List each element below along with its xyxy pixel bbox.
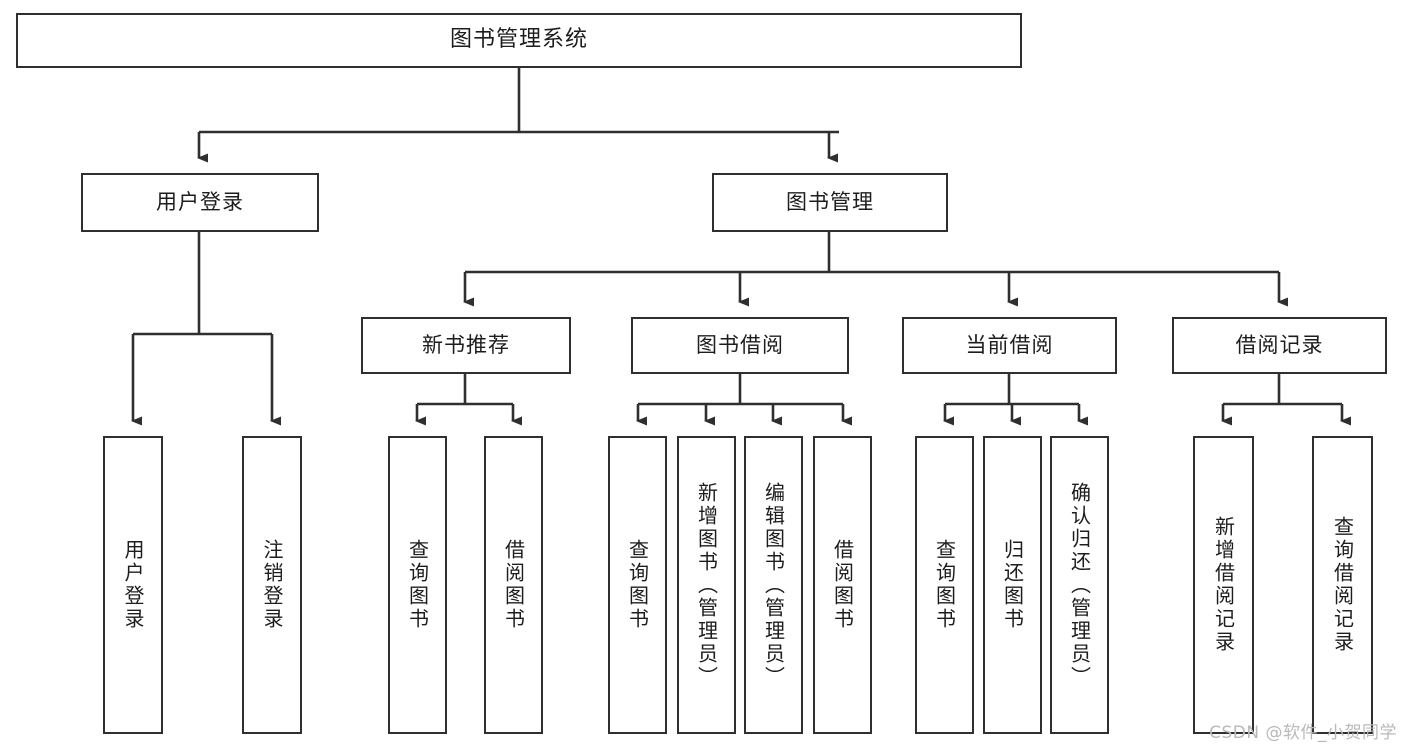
leaf-edit-book-admin[interactable]: 编辑图书（管理员） (744, 436, 803, 734)
node-label: 当前借阅 (965, 333, 1054, 358)
leaf-query-book-new-book[interactable]: 查询图书 (388, 436, 447, 734)
leaf-borrow-book-new-book[interactable]: 借阅图书 (484, 436, 543, 734)
leaf-confirm-return-admin[interactable]: 确认归还（管理员） (1050, 436, 1109, 734)
node-book-management[interactable]: 图书管理 (712, 173, 948, 232)
node-label: 注销登录 (260, 539, 284, 631)
leaf-borrow-book-borrow[interactable]: 借阅图书 (813, 436, 872, 734)
node-label: 用户登录 (156, 190, 244, 215)
leaf-add-book-admin[interactable]: 新增图书（管理员） (677, 436, 736, 734)
node-new-book-recommend[interactable]: 新书推荐 (361, 317, 571, 374)
node-label: 编辑图书（管理员） (761, 481, 786, 689)
node-label: 查询图书 (405, 539, 430, 631)
node-borrow-record[interactable]: 借阅记录 (1172, 317, 1387, 374)
leaf-query-book-current[interactable]: 查询图书 (915, 436, 974, 734)
node-user-login[interactable]: 用户登录 (81, 173, 319, 232)
node-label: 归还图书 (1000, 539, 1025, 631)
node-label: 查询图书 (625, 539, 650, 631)
node-label: 新书推荐 (422, 333, 510, 358)
node-label: 图书管理 (786, 190, 874, 215)
node-label: 查询图书 (932, 539, 957, 631)
leaf-return-book[interactable]: 归还图书 (983, 436, 1042, 734)
node-label: 图书借阅 (696, 333, 784, 358)
node-current-borrow[interactable]: 当前借阅 (902, 317, 1117, 374)
node-label: 借阅图书 (501, 539, 526, 631)
node-label: 用户登录 (121, 539, 145, 631)
node-label: 新增图书（管理员） (694, 481, 719, 689)
leaf-query-book-borrow[interactable]: 查询图书 (608, 436, 667, 734)
node-label: 借阅记录 (1235, 333, 1324, 358)
leaf-query-borrow-record[interactable]: 查询借阅记录 (1312, 436, 1373, 734)
leaf-add-borrow-record[interactable]: 新增借阅记录 (1193, 436, 1254, 734)
node-label: 图书管理系统 (449, 27, 588, 53)
node-label: 确认归还（管理员） (1067, 481, 1092, 689)
leaf-user-logout[interactable]: 注销登录 (242, 436, 302, 734)
node-root-book-management-system[interactable]: 图书管理系统 (16, 13, 1022, 68)
node-book-borrow[interactable]: 图书借阅 (631, 317, 849, 374)
leaf-user-login[interactable]: 用户登录 (103, 436, 163, 734)
node-label: 查询借阅记录 (1330, 516, 1355, 654)
node-label: 新增借阅记录 (1211, 516, 1236, 654)
node-label: 借阅图书 (830, 539, 855, 631)
